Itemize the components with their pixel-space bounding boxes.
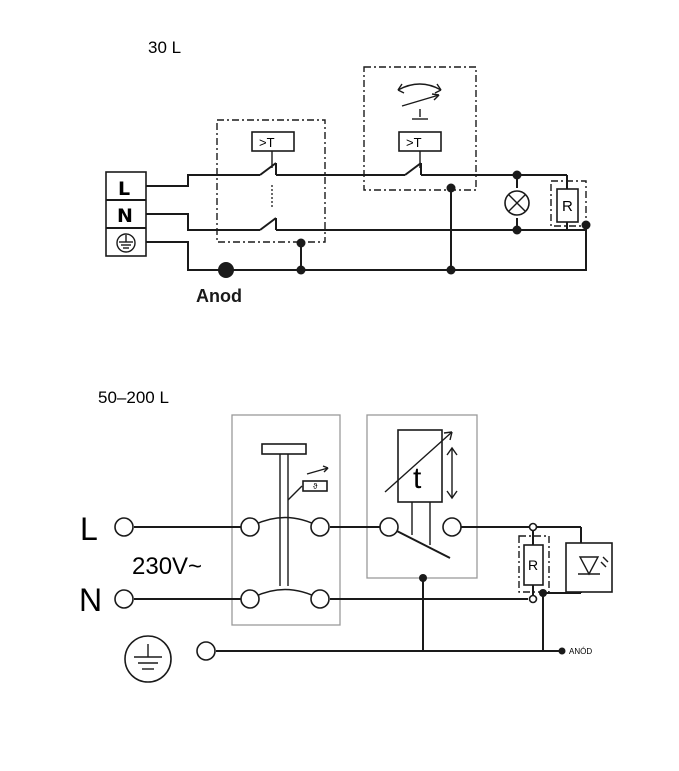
resistor-frame [550, 180, 587, 227]
thermostat-label-box [251, 131, 295, 152]
heating-resistor-bottom: R [518, 522, 550, 604]
resistor-label-bottom: R [528, 557, 538, 573]
thermostat-label: >T [259, 135, 275, 150]
limiter-frame [363, 66, 477, 191]
anode-terminal-icon [218, 262, 234, 278]
diagram-50-200l: 50–200 L L N 230V~ [79, 388, 613, 683]
thermostat-bottom: t [379, 429, 462, 559]
thermostat-switch: >T [216, 119, 326, 243]
terminal-n-label: N [117, 205, 133, 227]
limiter-terminal-n-in [240, 589, 260, 609]
line-label: L [80, 511, 98, 547]
bottom-wiring [134, 526, 582, 652]
neutral-terminal [114, 589, 134, 609]
resistor-label: R [562, 198, 573, 215]
limiter-label: >T [406, 135, 422, 150]
thermostat-frame [216, 119, 326, 243]
limiter-terminal-l-in [240, 517, 260, 537]
anode-label-bottom: ANÓD [569, 647, 592, 656]
top-junctions [296, 170, 591, 275]
ground-terminal-icon [116, 233, 136, 253]
diagram-30l-title: 30 L [148, 38, 181, 57]
safety-limiter: >T [363, 66, 477, 191]
ground-terminal [196, 641, 216, 661]
indicator-led-icon [565, 542, 613, 593]
anode: Anod [196, 262, 242, 306]
heating-resistor: R [550, 180, 587, 227]
top-wiring [146, 174, 587, 271]
adjust-dial-icon [397, 83, 442, 107]
diagram-30l: 30 L L N [105, 38, 591, 306]
safety-limiter-bottom: ϑ [240, 443, 330, 609]
anode-label: Anod [196, 286, 242, 306]
terminal-l-label: L [118, 178, 130, 200]
limiter-terminal-l-out [310, 517, 330, 537]
limiter-terminal-n-out [310, 589, 330, 609]
line-terminal [114, 517, 134, 537]
neutral-label: N [79, 582, 102, 618]
limiter-cap [261, 443, 307, 455]
svg-text:ϑ: ϑ [313, 482, 318, 491]
thermostat-label-bottom: t [413, 462, 422, 495]
ground-icon [124, 635, 172, 683]
terminal-block: L N [105, 171, 147, 257]
limiter-sensor [302, 480, 328, 492]
thermostat-terminal-in [379, 517, 399, 537]
voltage-label: 230V~ [132, 553, 202, 580]
thermostat-dial-box [397, 429, 443, 503]
indicator-lamp-icon [504, 190, 530, 216]
thermostat-terminal-out [442, 517, 462, 537]
diagram-50-200l-title: 50–200 L [98, 388, 169, 407]
anode-terminal-bottom [558, 647, 566, 655]
